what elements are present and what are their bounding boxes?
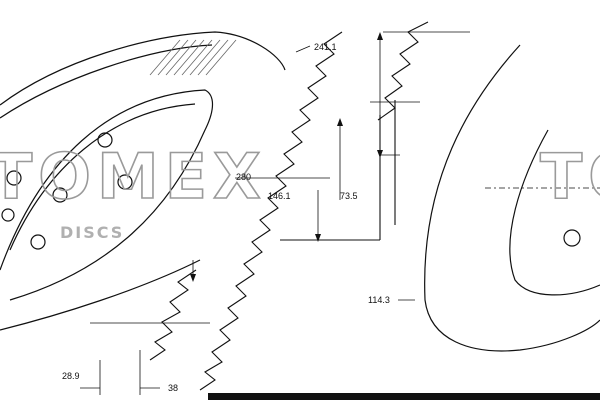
watermark-brand: TOMEX [0,140,267,213]
side-inner-arc [509,129,600,296]
disc-front-view [0,31,286,331]
bolt-hole [117,174,133,190]
disc-section-view [149,21,429,391]
bolt-hole [1,208,15,222]
side-outer-arc [424,44,600,352]
dimension-arrows [190,32,383,282]
section-zigzag-left [199,31,343,391]
bolt-hole [30,234,46,250]
side-bolt-hole [563,229,581,247]
dim-pcd: 114.3 [368,295,390,305]
dim-hat-height: 73.5 [340,191,358,201]
dim-hat-diameter: 146.1 [268,191,291,201]
dimension-labels: 241.1 280 146.1 73.5 114.3 28.9 38 [62,42,390,393]
hat-ring [0,89,214,301]
dim-outer-diameter: 241.1 [314,42,337,52]
bolt-hole [6,170,22,186]
section-zigzag-lower [149,269,197,361]
dim-bolt-hole: 38 [168,383,178,393]
disc-side-view [424,44,600,352]
hat-ring-inner [9,103,196,251]
brand-watermark: TOMEX DISCS TOMEX [0,139,600,242]
watermark-sub: DISCS [60,223,124,242]
dim-inner-diameter: 280 [236,172,251,182]
section-zigzag-right [377,21,429,121]
bottom-baseline [208,393,600,400]
bolt-hole [52,187,68,203]
outer-rim-inner-arc [0,44,213,119]
bolt-hole [97,132,113,148]
vent-hatching [149,39,237,76]
lower-rim [0,259,201,331]
dim-total-height: 28.9 [62,371,80,381]
outer-rim-arc [0,31,286,106]
watermark-brand-right: TOMEX [540,140,600,213]
